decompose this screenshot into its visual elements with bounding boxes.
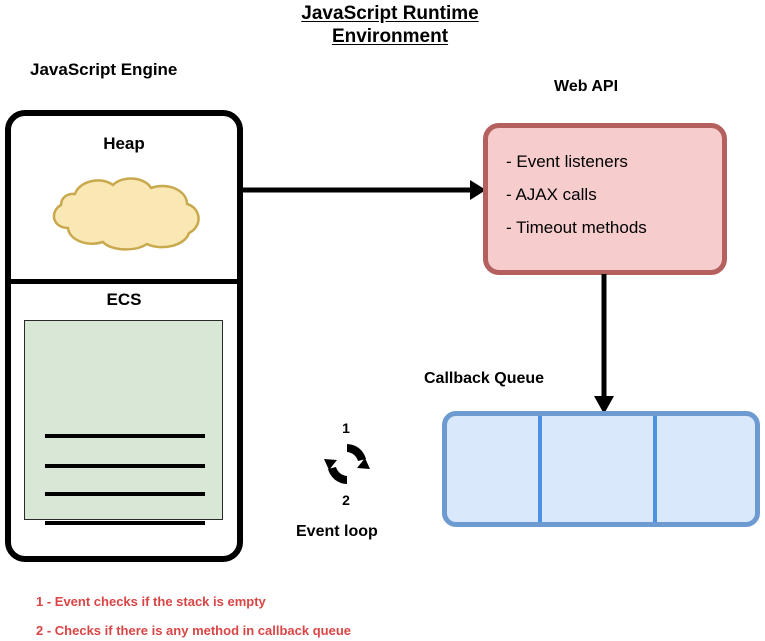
arrow-web-api-to-callback-queue — [594, 274, 614, 414]
web-api-caption: Web API — [554, 78, 619, 95]
cycle-arrows-icon — [324, 444, 370, 484]
callback-queue-caption: Callback Queue — [424, 370, 545, 387]
engine-section-divider — [10, 279, 238, 284]
js-engine-container: Heap ECS — [5, 110, 243, 562]
stack-frame — [45, 464, 205, 468]
footnote-step-1: 1 - Event checks if the stack is empty — [36, 594, 266, 609]
web-api-container: - Event listeners - AJAX calls - Timeout… — [483, 123, 727, 275]
web-api-list: - Event listeners - AJAX calls - Timeout… — [506, 145, 716, 244]
queue-cell-divider — [538, 416, 542, 522]
stack-frame — [45, 521, 205, 525]
stack-frame — [45, 492, 205, 496]
callback-queue-container — [442, 411, 760, 527]
heap-section: Heap — [11, 116, 237, 279]
web-api-item: - Event listeners — [506, 152, 628, 171]
heap-label: Heap — [103, 134, 145, 153]
footnote-step-2: 2 - Checks if there is any method in cal… — [36, 623, 351, 638]
page-title-line-2: Environment — [331, 26, 449, 47]
event-loop-step-1-number: 1 — [342, 420, 350, 436]
event-loop-step-2-number: 2 — [342, 492, 350, 508]
call-stack-box — [24, 320, 223, 525]
queue-cell-divider — [653, 416, 657, 522]
stack-frame — [45, 434, 205, 438]
event-loop-group: 1 2 — [296, 420, 410, 545]
page-title-line-1: JavaScript Runtime — [301, 3, 479, 24]
arrow-engine-to-web-api — [242, 180, 486, 200]
ecs-section: ECS — [11, 284, 237, 562]
event-loop-label: Event loop — [296, 523, 378, 540]
cloud-icon — [52, 177, 200, 251]
page-title: JavaScript Runtime Environment — [240, 2, 540, 48]
web-api-item: - AJAX calls — [506, 185, 597, 204]
js-engine-caption: JavaScript Engine — [30, 60, 178, 79]
ecs-label: ECS — [106, 290, 142, 309]
web-api-item: - Timeout methods — [506, 218, 647, 237]
